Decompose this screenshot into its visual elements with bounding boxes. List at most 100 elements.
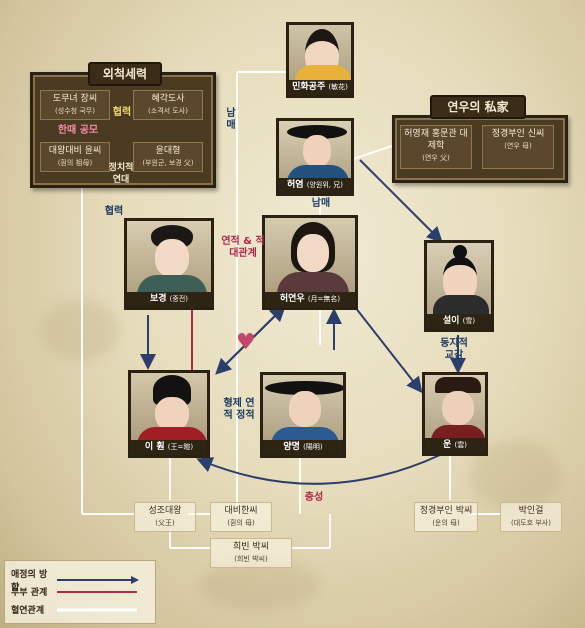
character-sub: (중전) — [169, 295, 189, 303]
character-name: 민화공주 — [292, 82, 326, 92]
face-icon — [289, 391, 321, 427]
character-sub: (양원위, 兄) — [306, 181, 343, 189]
cell-sub: (연우 母) — [504, 142, 532, 150]
parent-queen-dowager: 대비한씨 (훤의 母) — [210, 502, 272, 532]
yeonwoo-family-title: 연우의 私家 — [430, 95, 526, 119]
face-icon — [155, 239, 189, 277]
hat-icon — [265, 381, 343, 395]
paper-stain — [40, 300, 120, 360]
face-icon — [155, 397, 189, 431]
face-icon — [297, 234, 329, 272]
character-name: 운 — [443, 440, 452, 450]
legend-marriage: 부부 관계 — [11, 585, 139, 598]
portrait-heoyeom[interactable]: 허염 (양원위, 兄) — [276, 118, 354, 196]
nameplate: 운 (雲) — [425, 438, 485, 453]
label-sibling-left: 남매 — [226, 108, 236, 131]
label-sibling-right: 남매 — [311, 198, 331, 209]
cell-name: 혜각도사 — [151, 94, 185, 104]
cell-sub: (성수청 국무) — [55, 107, 95, 115]
parent-consort-park: 희빈 박씨 (희빈 박씨) — [210, 538, 292, 568]
cell-name: 허영재 홍문관 대제학 — [404, 129, 468, 151]
cell-name: 도무녀 장씨 — [52, 94, 98, 104]
legend-label: 애정의 방향 — [11, 570, 48, 593]
character-name: 허연우 — [279, 294, 305, 304]
maternal-faction-title: 외척세력 — [88, 62, 162, 86]
nameplate: 이 훤 (王=暄) — [131, 440, 207, 455]
legend: 애정의 방향 부부 관계 혈연관계 — [4, 560, 156, 624]
family-cell-mother: 정경부인 신씨 (연우 母) — [482, 125, 554, 169]
helmet-icon — [435, 377, 481, 393]
parent-name: 희빈 박씨 — [233, 542, 269, 552]
parent-sub: (父王) — [155, 519, 175, 527]
nameplate: 양명 (陽明) — [263, 440, 343, 455]
cell-sub: (연우 父) — [422, 154, 450, 162]
blood-line — [349, 144, 396, 161]
label-brothers: 형제 연적 정적 — [223, 398, 255, 421]
nameplate: 설이 (雪) — [427, 314, 491, 329]
legend-label: 부부 관계 — [11, 588, 48, 598]
parent-king: 성조대왕 (父王) — [134, 502, 196, 532]
character-sub: (王=暄) — [167, 443, 194, 451]
legend-affection: 애정의 방향 — [11, 567, 139, 593]
portrait-bogyeong[interactable]: 보경 (중전) — [124, 218, 214, 310]
parent-sub: (희빈 박씨) — [234, 555, 268, 563]
portrait-yeonwoo[interactable]: 허연우 (月=無名) — [262, 215, 358, 310]
legend-label: 혈연관계 — [11, 606, 45, 616]
face-icon — [303, 135, 331, 167]
cell-sub: (소격서 도사) — [148, 107, 188, 115]
parent-park-ingeol: 박인걸 (대도호 부사) — [500, 502, 562, 532]
legend-swatch — [57, 576, 139, 584]
label-loyalty: 충성 — [304, 492, 324, 503]
portrait-minhwa[interactable]: 민화공주 (敏花) — [286, 22, 354, 98]
character-name: 설이 — [442, 316, 460, 326]
portrait-yangmyeong[interactable]: 양명 (陽明) — [260, 372, 346, 458]
character-sub: (陽明) — [303, 443, 323, 451]
label-cooperate: 협력 — [112, 107, 132, 118]
label-common-plot: 한때 공모 — [57, 125, 99, 136]
maternal-cell-yoon-daehyeong: 윤대형 (부원군, 보경 父) — [133, 142, 203, 172]
portrait-seol[interactable]: 설이 (雪) — [424, 240, 494, 332]
heart-icon: ♥ — [236, 330, 256, 355]
character-name: 허염 — [287, 180, 304, 190]
maternal-cell-yoon-queen: 대왕대비 윤씨 (훤의 祖母) — [40, 142, 110, 172]
affection-arrow — [354, 306, 423, 394]
nameplate: 허연우 (月=無名) — [265, 292, 355, 307]
affection-arrow — [217, 305, 286, 373]
affection-arrow — [359, 159, 443, 243]
label-rivalry: 연적 & 적대관계 — [221, 236, 265, 259]
nameplate: 민화공주 (敏花) — [289, 80, 351, 95]
character-sub: (敏花) — [328, 83, 348, 91]
cell-name: 윤대형 — [155, 146, 181, 156]
character-name: 보경 — [149, 294, 167, 304]
portrait-woon[interactable]: 운 (雲) — [422, 372, 488, 456]
family-cell-father: 허영재 홍문관 대제학 (연우 父) — [400, 125, 472, 169]
cell-name: 정경부인 신씨 — [491, 129, 545, 139]
parent-name: 성조대왕 — [148, 506, 182, 516]
parent-sub: (훤의 母) — [227, 519, 255, 527]
paper-stain — [200, 560, 320, 610]
hair-bun-icon — [453, 245, 467, 259]
parent-sub: (운의 母) — [432, 519, 460, 527]
parent-lady-park: 정경부인 박씨 (운의 母) — [414, 502, 478, 532]
character-name: 이 훤 — [144, 442, 165, 452]
character-sub: (月=無名) — [307, 295, 341, 303]
nameplate: 허염 (양원위, 兄) — [279, 178, 351, 193]
maternal-cell-jang: 도무녀 장씨 (성수청 국무) — [40, 90, 110, 120]
portrait-hwon[interactable]: 이 훤 (王=暄) — [128, 370, 210, 458]
cell-sub: (훤의 祖母) — [57, 159, 93, 167]
loyalty-arrow — [196, 454, 441, 485]
character-sub: (雲) — [454, 441, 467, 449]
label-political-alliance: 정치적 연대 — [108, 163, 134, 185]
maternal-cell-hyegak: 혜각도사 (소격서 도사) — [133, 90, 203, 120]
legend-swatch — [57, 590, 137, 593]
parent-name: 대비한씨 — [224, 506, 258, 516]
cell-sub: (부원군, 보경 父) — [142, 159, 194, 167]
label-comrades: 동지적 교감 — [440, 338, 468, 361]
parent-name: 정경부인 박씨 — [419, 506, 473, 516]
label-cooperate-2: 협력 — [104, 206, 124, 217]
character-name: 양명 — [283, 442, 300, 452]
parent-sub: (대도호 부사) — [511, 519, 551, 527]
parent-name: 박인걸 — [518, 506, 544, 516]
character-sub: (雪) — [462, 317, 476, 325]
